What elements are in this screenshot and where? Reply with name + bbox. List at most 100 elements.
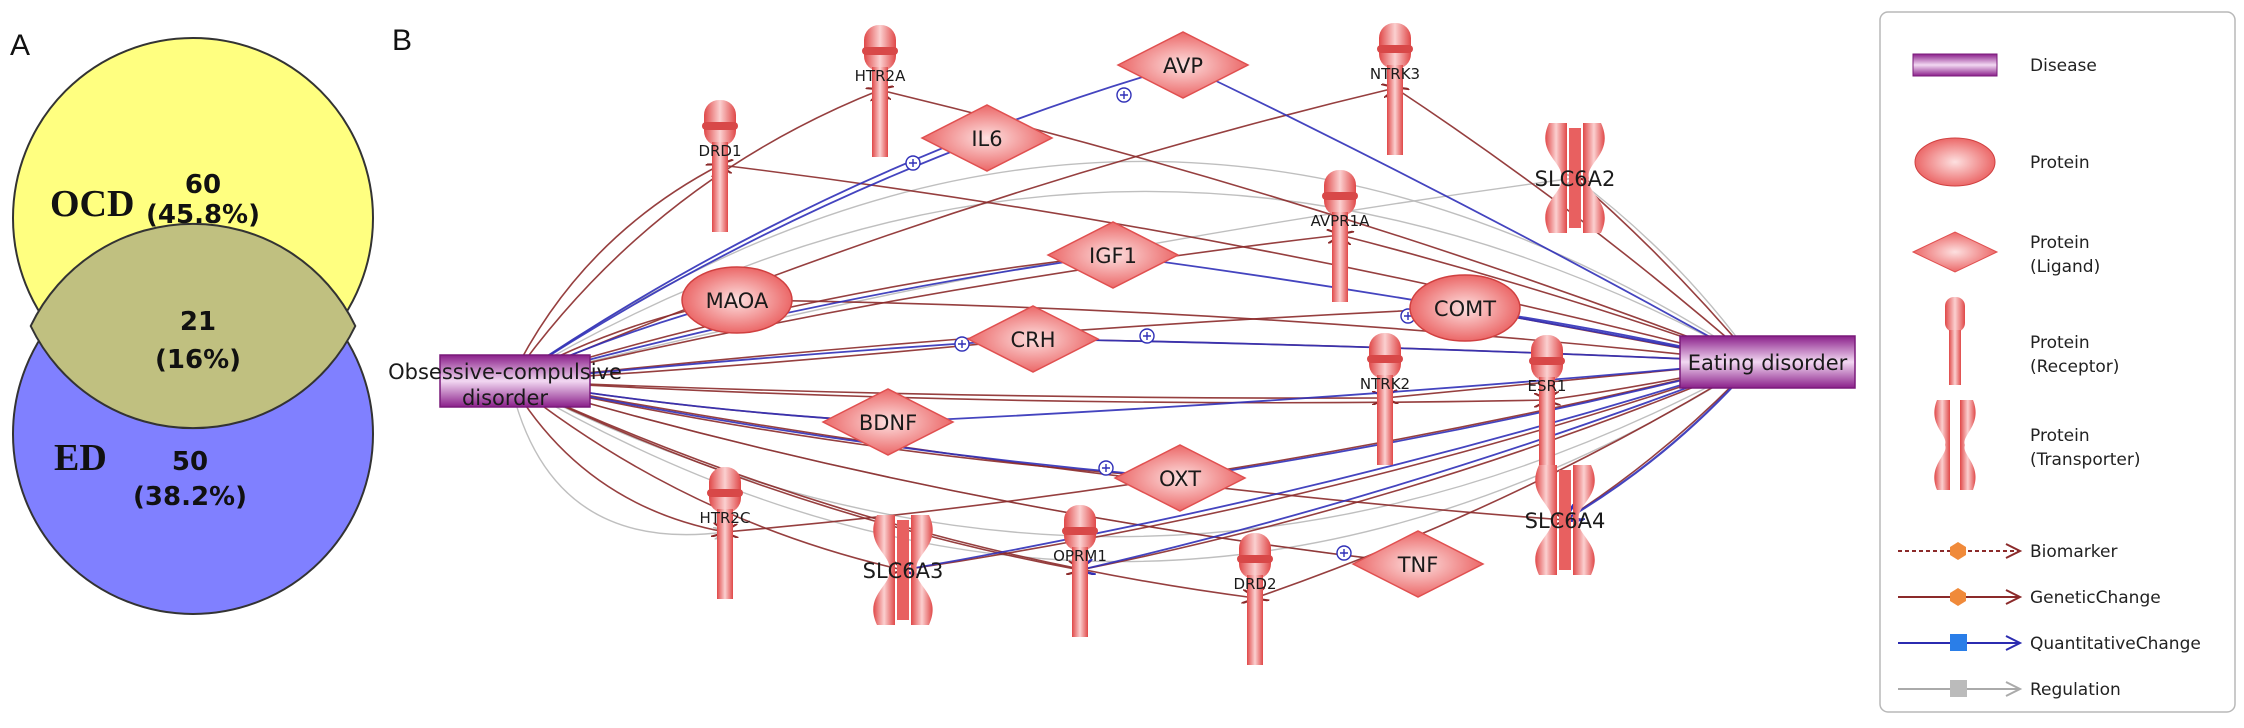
network-edge xyxy=(1183,65,1756,363)
node-label: CRH xyxy=(1010,328,1055,352)
node-avpr1a[interactable]: AVPR1A xyxy=(1311,170,1371,302)
venn-pct-overlap: (16%) xyxy=(155,345,241,375)
legend-label: Protein xyxy=(2030,426,2090,446)
node-label: IL6 xyxy=(971,127,1002,151)
disease-node-ed[interactable]: Eating disorder xyxy=(1679,335,1856,389)
node-label: SLC6A2 xyxy=(1535,167,1616,191)
node-oprm1[interactable]: OPRM1 xyxy=(1053,505,1107,637)
network-edge xyxy=(509,255,1113,382)
network-edge xyxy=(509,380,725,535)
node-ntrk2[interactable]: NTRK2 xyxy=(1360,333,1410,465)
legend-box xyxy=(1879,11,2236,713)
panel-letter-a: A xyxy=(10,29,30,62)
node-label: MAOA xyxy=(706,289,769,313)
legend-edge-regulation: Regulation xyxy=(1898,680,2121,700)
disease-label: Obsessive-compulsive xyxy=(388,360,622,384)
node-drd1[interactable]: DRD1 xyxy=(698,100,742,232)
network-edge xyxy=(509,138,987,382)
node-htr2c[interactable]: HTR2C xyxy=(700,467,751,599)
legend-item-transporter: Protein (Transporter) xyxy=(1934,400,2140,490)
legend-label: (Transporter) xyxy=(2030,450,2140,470)
legend-label: Protein xyxy=(2030,153,2090,173)
legend-item-disease: Disease xyxy=(1912,53,2097,77)
node-tnf[interactable]: TNF xyxy=(1351,530,1485,598)
edge-plus-icon xyxy=(1116,87,1132,103)
node-label: AVPR1A xyxy=(1311,212,1371,230)
node-slc6a3[interactable]: SLC6A3 xyxy=(863,515,944,625)
legend-edge-biomarker: Biomarker xyxy=(1898,542,2117,562)
network-edge xyxy=(509,362,1755,563)
network-edge xyxy=(509,65,1183,382)
node-bdnf[interactable]: BDNF xyxy=(821,388,955,456)
network-edge xyxy=(509,380,1385,398)
venn-overlap xyxy=(29,222,357,430)
venn-count-ed: 50 xyxy=(172,447,208,477)
network-edge xyxy=(509,380,1418,564)
node-comt[interactable]: COMT xyxy=(1409,274,1521,342)
network-edge xyxy=(509,380,725,532)
edge-plus-icon xyxy=(1336,545,1352,561)
network-edge xyxy=(509,165,720,382)
disease-label: Eating disorder xyxy=(1688,351,1848,375)
network-edge xyxy=(509,235,1340,382)
node-htr2a[interactable]: HTR2A xyxy=(855,25,906,157)
network-edge xyxy=(1255,361,1756,598)
node-label: AVP xyxy=(1163,54,1203,78)
venn-pct-ocd: (45.8%) xyxy=(146,200,260,230)
legend-edge-genetic: GeneticChange xyxy=(1898,588,2161,608)
legend-label: Protein xyxy=(2030,233,2090,253)
legend-label: GeneticChange xyxy=(2030,588,2161,608)
node-drd2[interactable]: DRD2 xyxy=(1233,533,1277,665)
node-esr1[interactable]: ESR1 xyxy=(1528,335,1567,467)
node-ntrk3[interactable]: NTRK3 xyxy=(1370,23,1420,155)
node-label: NTRK3 xyxy=(1370,65,1420,83)
node-label: HTR2C xyxy=(700,509,751,527)
venn-pct-ed: (38.2%) xyxy=(133,482,247,512)
venn-count-overlap: 21 xyxy=(180,307,216,337)
node-il6[interactable]: IL6 xyxy=(920,104,1054,172)
node-crh[interactable]: CRH xyxy=(966,305,1100,373)
node-avp[interactable]: AVP xyxy=(1116,31,1250,99)
network-edges xyxy=(509,65,1756,598)
node-label: DRD2 xyxy=(1233,575,1276,593)
network-edge xyxy=(1180,361,1756,478)
network-edge xyxy=(509,255,1113,382)
network-edge xyxy=(509,88,1395,382)
legend-item-ligand: Protein(Ligand) xyxy=(1911,231,2100,277)
network-edge xyxy=(737,300,1756,363)
network-edge xyxy=(1575,178,1756,363)
node-label: HTR2A xyxy=(855,67,906,85)
node-maoa[interactable]: MAOA xyxy=(681,266,793,334)
venn-label-ocd: OCD xyxy=(50,183,134,225)
node-label: NTRK2 xyxy=(1360,375,1410,393)
node-igf1[interactable]: IGF1 xyxy=(1046,221,1180,289)
panel-letter-b: B xyxy=(392,24,412,57)
legend-label: Biomarker xyxy=(2030,542,2117,562)
node-label: IGF1 xyxy=(1089,244,1137,268)
edge-plus-icon xyxy=(954,336,970,352)
node-slc6a2[interactable]: SLC6A2 xyxy=(1535,123,1616,233)
node-label: SLC6A4 xyxy=(1525,509,1606,533)
legend: DiseaseProteinProtein(Ligand)Protein(Rec… xyxy=(1879,11,2236,713)
edge-plus-icon xyxy=(1098,460,1114,476)
node-label: OPRM1 xyxy=(1053,547,1107,565)
network-edge xyxy=(509,380,1180,478)
network-edge xyxy=(720,165,1756,363)
node-slc6a4[interactable]: SLC6A4 xyxy=(1525,465,1606,575)
node-oxt[interactable]: OXT xyxy=(1113,444,1247,512)
network-edge xyxy=(509,380,1180,478)
node-label: BDNF xyxy=(859,411,917,435)
network-edge xyxy=(903,361,1756,570)
network-edge xyxy=(1080,361,1756,570)
network-edge xyxy=(509,380,1255,598)
legend-edge-quantitative: QuantitativeChange xyxy=(1898,634,2201,654)
node-label: COMT xyxy=(1434,297,1496,321)
legend-item-protein: Protein xyxy=(1914,137,2090,187)
edge-plus-icon xyxy=(905,155,921,171)
legend-label: QuantitativeChange xyxy=(2030,634,2201,654)
node-label: OXT xyxy=(1159,467,1201,491)
venn-label-ed: ED xyxy=(54,437,107,479)
node-label: TNF xyxy=(1397,553,1439,577)
